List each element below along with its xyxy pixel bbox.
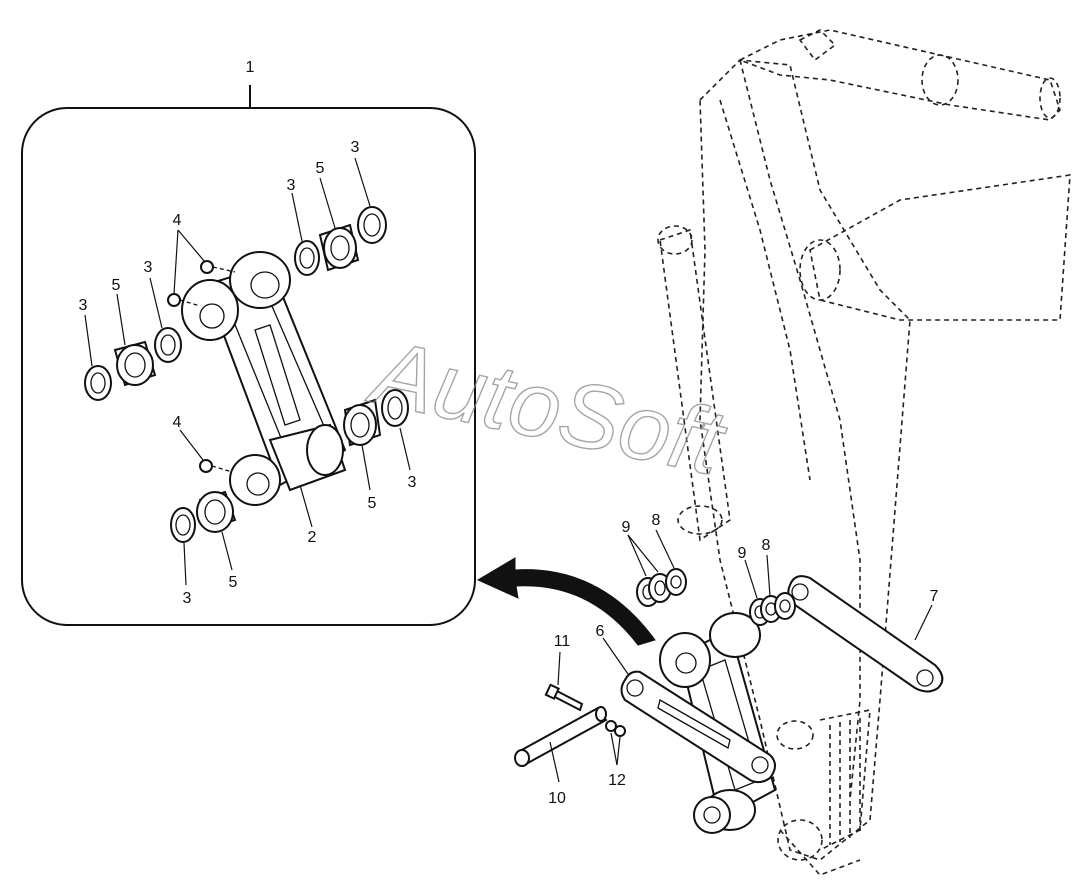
washers-8-9 [636, 568, 796, 626]
callout-labels: 1 3 5 3 4 3 5 3 4 3 5 2 5 3 9 8 9 8 7 6 … [79, 59, 939, 807]
link-part-2 [181, 251, 347, 506]
link-plate-6 [620, 670, 776, 784]
curved-arrow-icon [476, 557, 656, 646]
callout-9: 9 [738, 545, 747, 562]
leader-lines-box [84, 157, 411, 586]
callout-12: 12 [608, 772, 626, 789]
leader-lines-main [549, 529, 933, 783]
callout-5: 5 [229, 574, 238, 591]
callout-11: 11 [554, 633, 571, 650]
callout-1: 1 [246, 59, 255, 76]
link-plate-7 [787, 575, 944, 693]
callout-8: 8 [652, 512, 661, 529]
callout-9: 9 [622, 519, 631, 536]
callout-5: 5 [112, 277, 121, 294]
arm-outline [657, 29, 1071, 876]
bolt-11 [544, 683, 584, 712]
callout-3: 3 [79, 297, 88, 314]
seals-and-bushings [84, 206, 409, 543]
callout-3: 3 [287, 177, 296, 194]
callout-3: 3 [408, 474, 417, 491]
callout-4: 4 [173, 212, 182, 229]
nuts-12 [605, 720, 626, 737]
callout-3: 3 [144, 259, 153, 276]
callout-3: 3 [183, 590, 192, 607]
callout-7: 7 [930, 588, 939, 605]
callout-3: 3 [351, 139, 360, 156]
callout-6: 6 [596, 623, 605, 640]
pin-10 [514, 706, 608, 767]
callout-10: 10 [548, 790, 566, 807]
callout-2: 2 [308, 529, 317, 546]
callout-4: 4 [173, 414, 182, 431]
callout-8: 8 [762, 537, 771, 554]
callout-5: 5 [316, 160, 325, 177]
callout-5: 5 [368, 495, 377, 512]
